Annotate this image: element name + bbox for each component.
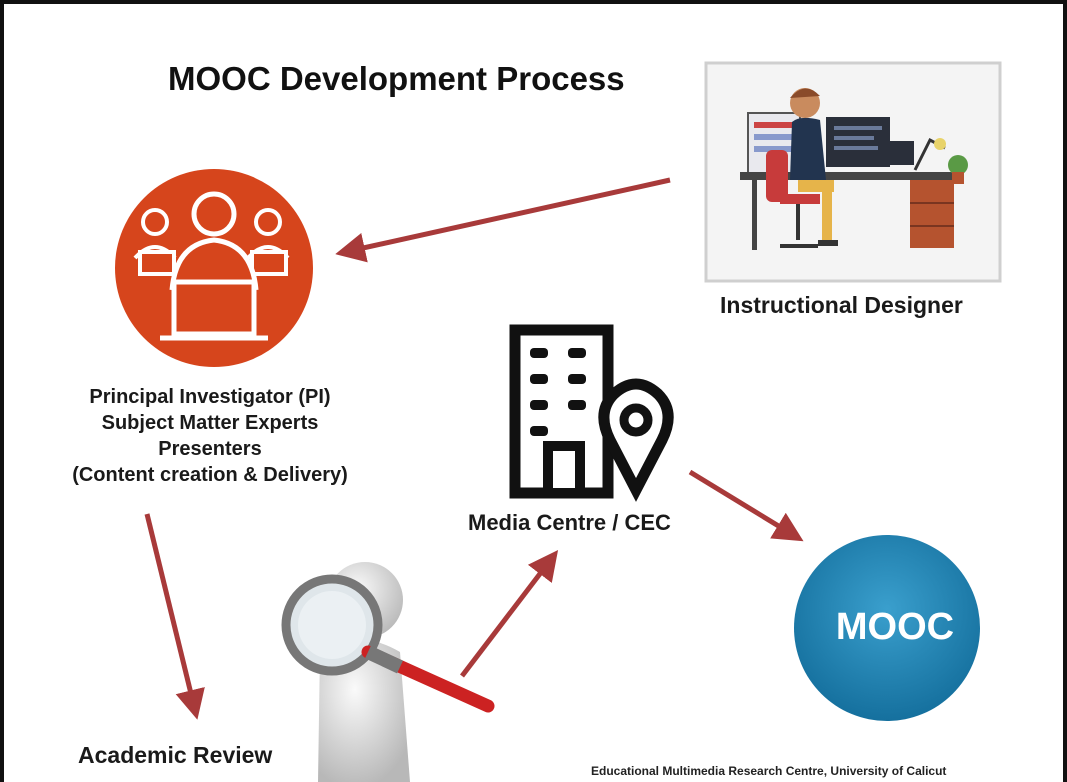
academic-review-label: Academic Review xyxy=(78,742,273,768)
arrow-review-to-media xyxy=(460,550,559,678)
pi-label-block: Principal Investigator (PI) Subject Matt… xyxy=(40,384,380,488)
arrow-pi-to-review xyxy=(144,513,205,720)
magnifier-figure-icon xyxy=(281,562,495,782)
page-title: MOOC Development Process xyxy=(168,60,625,97)
mooc-label: MOOC xyxy=(835,606,955,648)
content-creation-label-line: (Content creation & Delivery) xyxy=(72,464,348,486)
pi-label-line: Principal Investigator (PI) xyxy=(89,386,331,408)
team-laptop-icon xyxy=(115,169,313,367)
sme-label-line: Subject Matter Experts xyxy=(101,412,319,434)
building-location-icon xyxy=(509,324,674,502)
media-centre-label: Media Centre / CEC xyxy=(468,510,671,535)
presenters-label-line: Presenters xyxy=(158,438,262,460)
arrow-designer-to-pi xyxy=(335,177,671,263)
arrow-media-to-mooc xyxy=(688,469,804,542)
credit-footer: Educational Multimedia Research Centre, … xyxy=(591,764,947,778)
mooc-circle xyxy=(794,535,980,721)
designer-illustration-icon xyxy=(704,61,1002,283)
instructional-designer-label: Instructional Designer xyxy=(720,292,963,318)
